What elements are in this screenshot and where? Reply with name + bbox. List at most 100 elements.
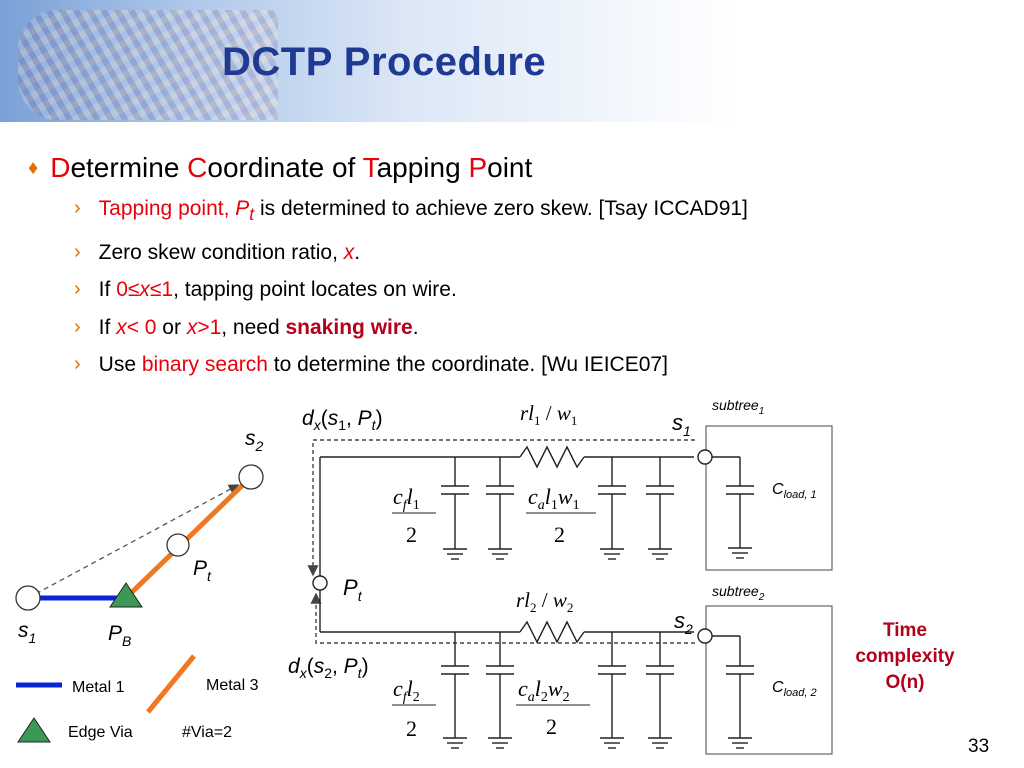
label-subtree1: subtree1 [712,397,764,417]
text-oint: oint [487,152,533,183]
sub-bullet-2: ›Zero skew condition ratio, x. [74,234,1008,272]
capacitor-top-3 [598,457,626,560]
label-dx2: dx(s2, Pt) [288,655,369,681]
label-pb: PB [108,622,131,649]
label-s1: s1 [18,619,36,646]
wafer-image [18,10,278,120]
label-subtree2: subtree2 [712,583,765,603]
sub-bullet-3: › If 0≤x≤1, tapping point locates on wire… [74,271,1008,309]
label-pt: Pt [193,557,212,584]
letter-c: C [187,152,208,183]
capacitor-bottom-1 [441,632,469,749]
capacitor-top-4 [646,457,674,560]
label-ca1-den: 2 [554,522,565,547]
letter-d: D [50,152,71,183]
capacitor-bottom-3 [598,632,626,749]
text: , need [221,315,286,339]
legend-via-count: #Via=2 [182,724,232,741]
capacitor-top-2 [486,457,514,560]
text: binary search [141,353,268,377]
text-etermine: etermine [70,152,188,183]
text: is determined to achieve zero skew. [Tsa… [254,197,748,220]
sub-bullet-4: ›If x< 0 or x>1, need snaking wire. [74,309,1008,347]
label-circuit-s1: s1 [672,410,691,439]
sub-bullet-1: ›Tapping point, Pt is determined to achi… [74,190,1008,234]
subtree1-box [705,425,833,571]
via-swatch [17,717,51,743]
capacitor-bottom-2 [486,632,514,749]
legend-metal3: Metal 3 [206,677,259,694]
circuit-diagram [307,425,833,755]
circuit-labels: dx(s1, Pt) dx(s2, Pt) rl1 / w1 rl2 / w2 … [288,397,817,741]
dx2-bracket [310,592,695,644]
node-s2-circuit [697,628,713,644]
label-dx1: dx(s1, Pt) [302,407,383,433]
letter-t: T [362,152,377,183]
time-complexity-note: Time complexity O(n) [850,618,960,696]
label-s2: s2 [245,427,264,454]
text: x [139,278,150,302]
letter-p: P [468,152,488,183]
text: to determine the coordinate. [Wu IEICE07… [267,353,668,377]
text: If [98,315,117,339]
chevron-right-icon: › [74,197,81,219]
edge-via-triangle [109,582,143,608]
text: Zero skew condition ratio, [98,240,344,264]
text: , tapping point locates on wire. [173,278,457,302]
legend-edge-via: Edge Via [68,724,133,741]
node-s1 [15,585,41,611]
label-ca2-den: 2 [546,714,557,739]
load-capacitor-1 [705,456,754,559]
label-r1: rl1 / w1 [520,401,577,428]
text: >1 [197,315,222,339]
chevron-right-icon: › [74,240,81,263]
chevron-right-icon: › [74,278,81,301]
bullet-list: ♦ Determine Coordinate of Tapping Point … [28,150,1008,384]
tc-line-3: O(n) [885,672,925,693]
label-circuit-pt: Pt [343,575,363,604]
text: x [186,315,198,339]
node-pt-circuit [312,575,328,591]
load-capacitor-2 [705,635,754,749]
text: ≤1 [149,278,174,302]
capacitor-top-1 [441,457,469,560]
dx1-bracket [307,439,695,577]
text: < 0 [126,315,157,339]
text: x [116,315,127,339]
label-cf1-num: cfl1 [393,484,420,513]
text: Use [98,353,142,377]
resistor-bottom [519,620,585,644]
text: If [98,278,117,302]
main-bullet-text: Determine Coordinate of Tapping Point [50,150,532,186]
text: or [156,315,187,339]
subtree2-box [705,605,833,755]
tc-line-1: Time [882,620,927,641]
node-s2 [238,464,264,490]
text: P [235,197,250,220]
node-s1-circuit [697,449,713,465]
label-cf1-den: 2 [406,522,417,547]
header-banner [0,0,740,122]
text: x [343,240,355,264]
text: 0≤ [116,278,140,302]
legend-metal1: Metal 1 [72,679,125,696]
slide-title: DCTP Procedure [222,40,547,84]
tc-line-2: complexity [855,646,955,667]
label-ca1-num: cal1w1 [528,484,580,513]
page-number: 33 [968,736,990,757]
label-cload1: Cload, 1 [772,481,817,501]
text-apping: apping [376,152,469,183]
diamond-bullet-icon: ♦ [28,157,39,179]
sub-bullet-5: ›Use binary search to determine the coor… [74,346,1008,384]
resistor-top [519,445,585,469]
label-cf2-den: 2 [406,716,417,741]
sub-bullets: ›Tapping point, Pt is determined to achi… [74,190,1008,384]
label-cf2-num: cfl2 [393,676,420,705]
label-cload2: Cload, 2 [772,679,817,699]
main-bullet: ♦ Determine Coordinate of Tapping Point [28,150,1008,186]
chevron-right-icon: › [74,315,81,338]
metal3-wire [124,476,252,600]
dashed-connection [27,484,240,599]
metal3-swatch [146,654,196,714]
